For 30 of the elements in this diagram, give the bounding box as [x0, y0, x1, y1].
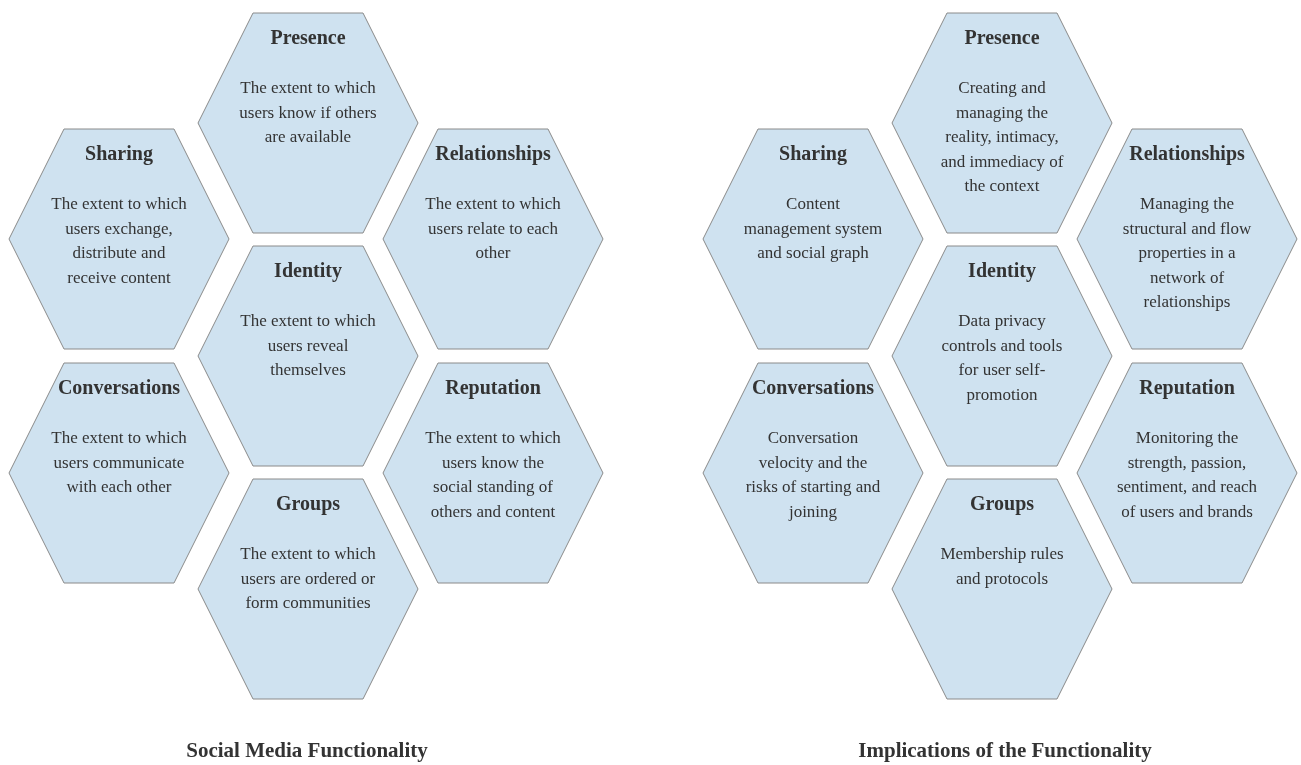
panel-caption: Social Media Functionality	[185, 738, 429, 763]
hexagon-title: Identity	[273, 259, 343, 282]
hexagon-title: Conversations	[56, 376, 182, 399]
hexagon-title: Presence	[269, 26, 347, 49]
hexagon-description: The extent to which users know the social standing of others and content	[424, 427, 562, 523]
hexagon-title: Presence	[963, 26, 1041, 49]
hexagon-description: Content management system and social graph	[742, 193, 884, 264]
panel-caption: Implications of the Functionality	[857, 738, 1153, 763]
hexagon-title: Groups	[274, 492, 342, 515]
hexagon-title: Sharing	[84, 142, 154, 165]
hexagon-description: Conversation velocity and the risks of starting and joining	[744, 427, 882, 523]
hexagon-description: Creating and managing the reality, intimacy, and immediacy of the context	[939, 77, 1065, 197]
hexagon-description: Data privacy controls and tools for user self-promotion	[940, 310, 1064, 406]
hexagon-title: Reputation	[1138, 376, 1236, 399]
hexagon-title: Identity	[967, 259, 1037, 282]
hexagon-title: Relationships	[434, 142, 552, 165]
hexagon-description: The extent to which users reveal themselves	[239, 310, 377, 381]
hexagon-title: Reputation	[444, 376, 542, 399]
hexagon-title: Relationships	[1128, 142, 1246, 165]
hexagon-description: The extent to which users are ordered or form communities	[239, 543, 377, 614]
hexagon-title: Groups	[968, 492, 1036, 515]
hexagon-title: Sharing	[778, 142, 848, 165]
hexagon-description: Monitoring the strength, passion, sentiment, and reach of users and brands	[1116, 427, 1258, 523]
hexagon-description: Managing the structural and flow properties in a network of relationships	[1121, 193, 1253, 313]
hexagon-description: The extent to which users exchange, distribute and receive content	[50, 193, 188, 289]
hexagon-description: The extent to which users communicate with each other	[50, 427, 188, 498]
hexagon-description: The extent to which users know if others are available	[238, 77, 378, 148]
hexagon-description: Membership rules and protocols	[939, 543, 1065, 590]
hexagon-title: Conversations	[750, 376, 876, 399]
hexagon-description: The extent to which users relate to each other	[424, 193, 562, 264]
